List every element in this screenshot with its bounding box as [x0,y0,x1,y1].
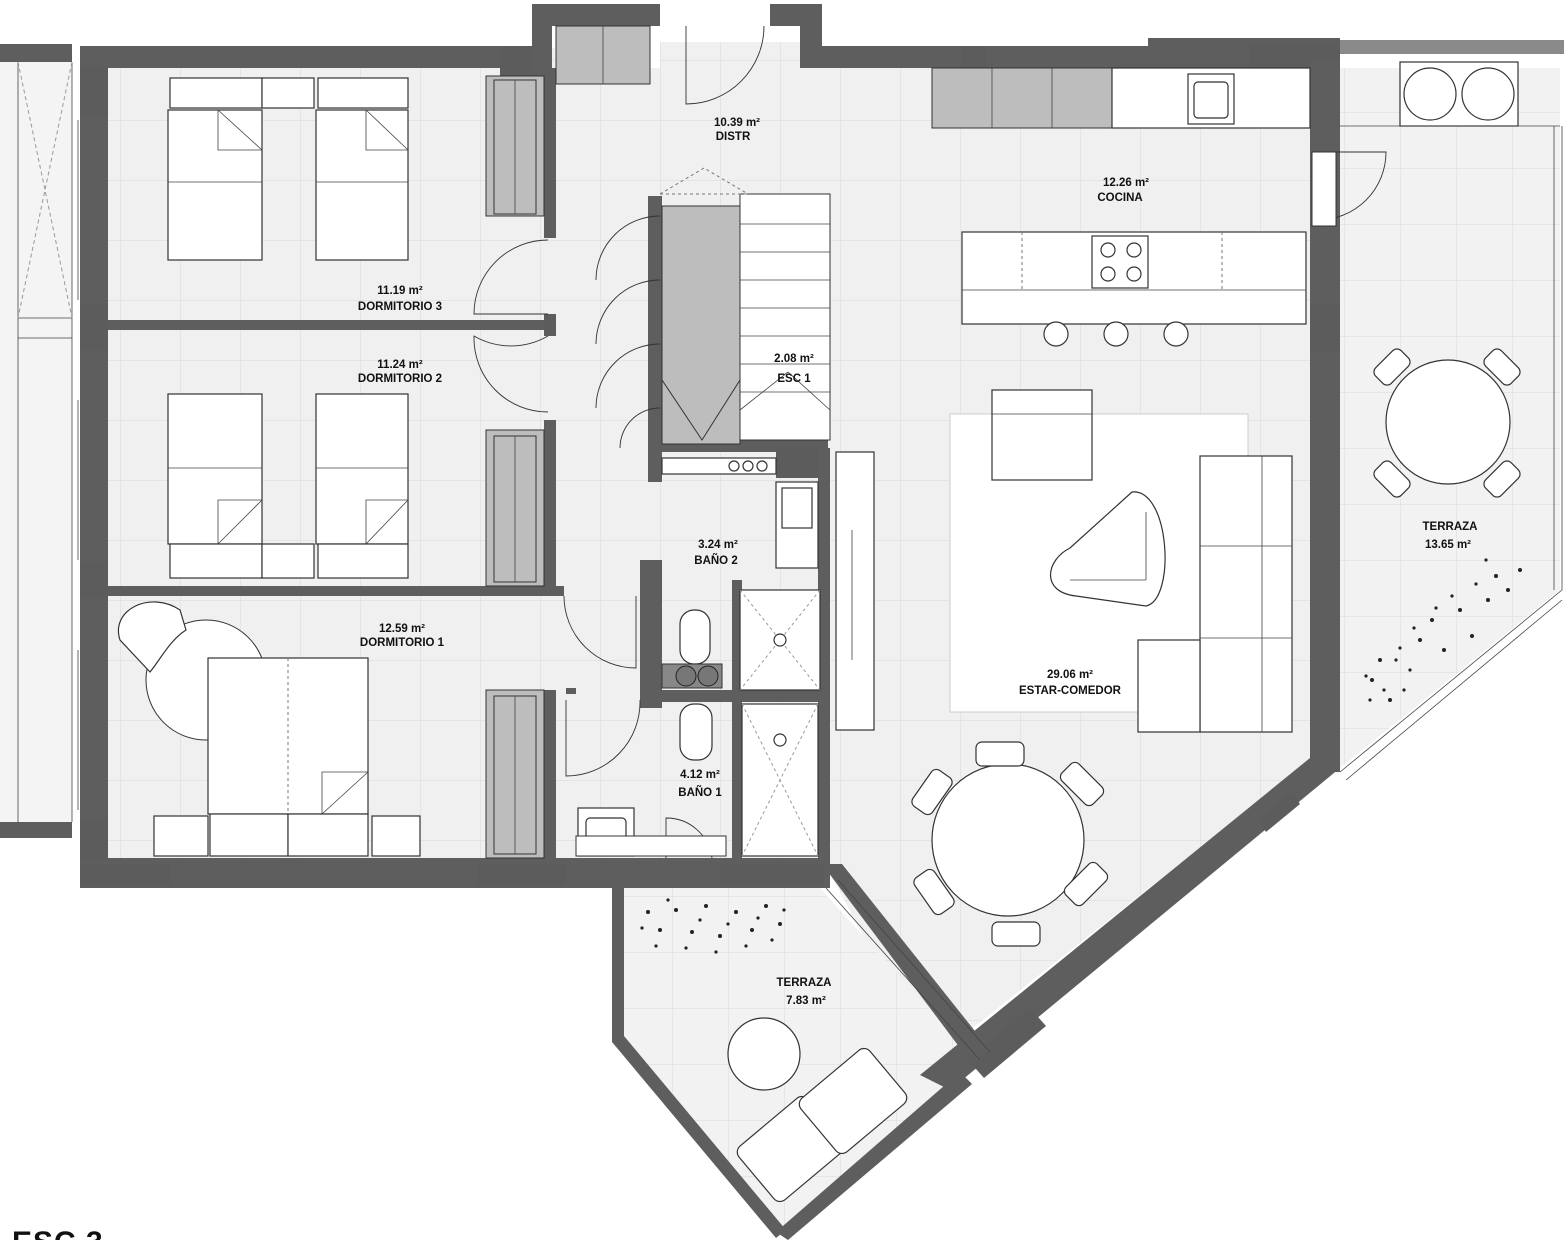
stair [659,167,831,445]
room-name-dormitorio-3: DORMITORIO 3 [358,301,442,313]
room-name-cocina: COCINA [1097,192,1142,204]
room-name-dormitorio-1: DORMITORIO 1 [360,637,445,649]
room-labels: 10.39 m² DISTR 12.26 m² COCINA 11.19 m² … [12,117,1477,1240]
room-name-estar-comedor: ESTAR-COMEDOR [1019,685,1122,697]
room-area-dormitorio-2: 11.24 m² [377,359,423,371]
room-area-dormitorio-1: 12.59 m² [379,623,425,635]
bedroom-2-furniture [167,393,409,579]
room-name-bano-2: BAÑO 2 [694,554,737,567]
walls [80,4,1564,1240]
room-area-terraza-south: 7.83 m² [786,995,826,1007]
room-name-distr: DISTR [716,131,751,143]
bedroom-3-furniture [167,77,409,261]
room-name-terraza-east: TERRAZA [1423,521,1478,533]
room-area-terraza-east: 13.65 m² [1425,539,1471,551]
bathroom-fixtures [575,457,821,857]
door-swings [473,25,1387,859]
kitchen-furniture [931,67,1311,347]
room-area-bano-2: 3.24 m² [698,539,738,551]
sheet-label: ESC 3 [12,1226,104,1240]
room-name-dormitorio-2: DORMITORIO 2 [358,373,442,385]
living-furniture [835,389,1293,947]
room-area-estar-comedor: 29.06 m² [1047,669,1093,681]
room-area-dormitorio-3: 11.19 m² [377,285,423,297]
bedroom-1-furniture [117,601,421,857]
room-area-bano-1: 4.12 m² [680,769,720,781]
east-terrace-furniture [1339,61,1563,781]
room-area-cocina: 12.26 m² [1103,177,1149,189]
room-name-bano-1: BAÑO 1 [678,786,722,799]
south-terrace-furniture [640,879,991,1203]
room-area-esc-1: 2.08 m² [774,353,814,365]
wardrobes [485,25,651,859]
room-name-esc-1: ESC 1 [777,373,811,385]
room-area-distr: 10.39 m² [714,117,760,129]
room-name-terraza-south: TERRAZA [777,977,832,989]
